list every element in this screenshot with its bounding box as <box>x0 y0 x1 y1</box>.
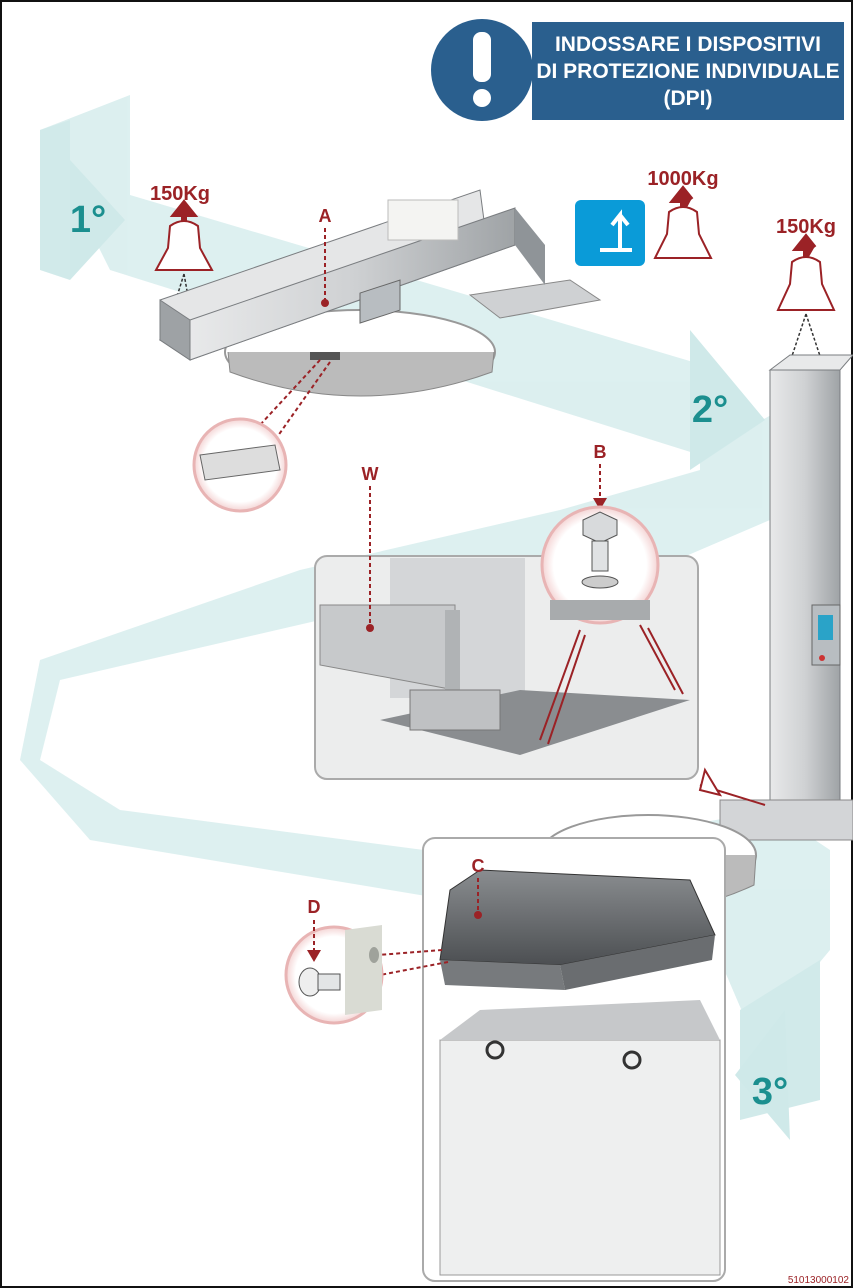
step2-arrow <box>690 330 765 470</box>
bolt-icon <box>582 511 618 544</box>
zoom-foam-strip <box>192 359 331 513</box>
step2-label: 2° <box>692 389 728 431</box>
label-a: A <box>319 206 332 226</box>
weight-right: 150Kg <box>776 216 836 363</box>
ppe-warning-text: INDOSSARE I DISPOSITIVI DI PROTEZIONE IN… <box>532 22 844 120</box>
label-b: B <box>594 442 607 462</box>
label-w: W <box>362 464 379 484</box>
washer-icon <box>581 575 619 589</box>
weight-icon <box>154 220 214 271</box>
step1-arrow <box>70 160 125 280</box>
weight-left-label: 150Kg <box>150 183 210 205</box>
lift-arrow-icon <box>169 199 199 230</box>
weight-right-label: 150Kg <box>776 216 836 238</box>
ppe-warning-sign <box>431 19 533 121</box>
warning-line2: DI PROTEZIONE INDIVIDUALE <box>536 59 840 83</box>
weight-center-label: 1000Kg <box>647 168 718 190</box>
zoom-panel-base <box>314 555 766 806</box>
weight-icon <box>653 206 713 259</box>
zoom-bolt-b: B <box>540 442 660 625</box>
step3-label: 3° <box>752 1071 788 1113</box>
zoom-panel-cover <box>422 837 726 1282</box>
warning-line1: INDOSSARE I DISPOSITIVI <box>554 32 822 56</box>
step3-arrow <box>735 1010 790 1140</box>
forklift-sign-icon <box>575 200 645 266</box>
weight-icon <box>776 256 836 311</box>
warning-line3: (DPI) <box>663 86 713 110</box>
column-a-horizontal <box>158 189 602 397</box>
label-d-text: D <box>308 897 321 917</box>
weight-left: 150Kg <box>150 183 214 336</box>
step1-label: 1° <box>70 199 106 241</box>
document-id: 51013000102 <box>787 1275 849 1286</box>
weight-center: 1000Kg <box>575 168 719 266</box>
label-c: C <box>472 856 485 876</box>
